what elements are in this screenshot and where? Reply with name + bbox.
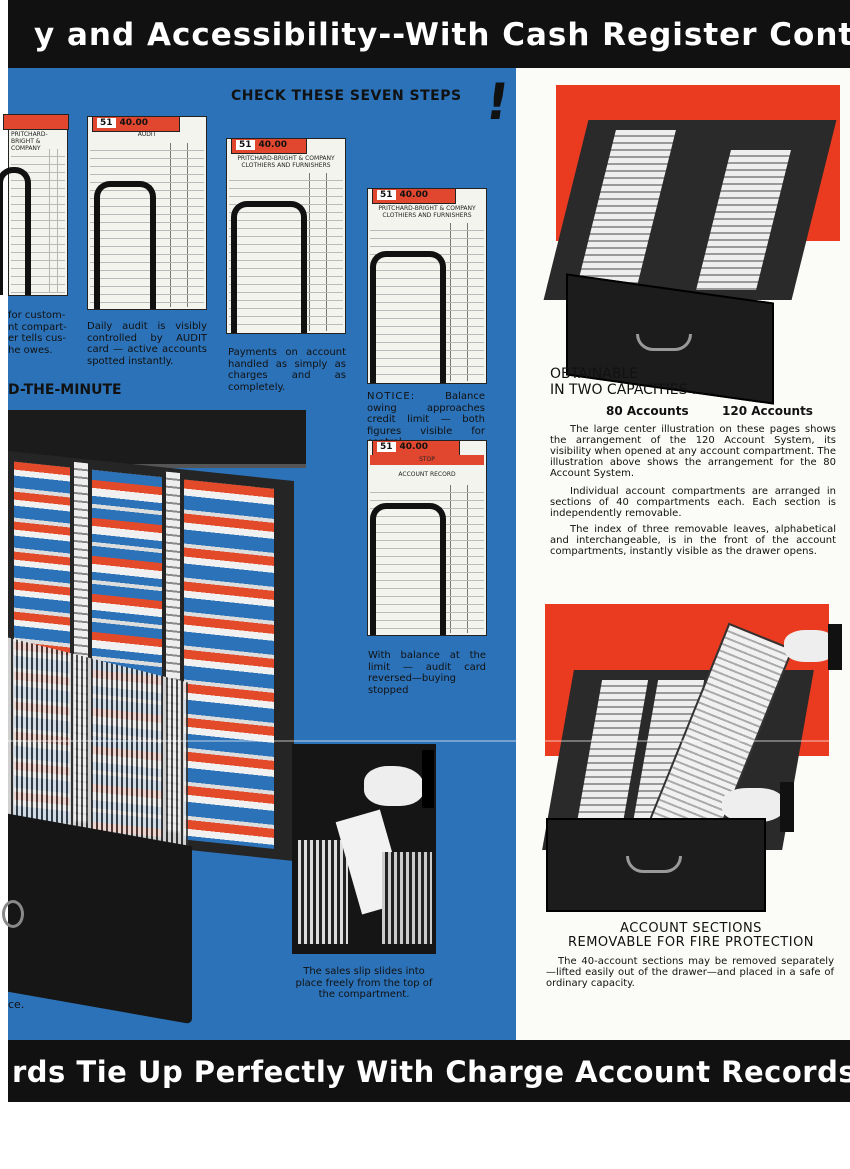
bottom-banner: rds Tie Up Perfectly With Charge Account…	[8, 1040, 850, 1102]
card-4-lines	[370, 223, 484, 381]
card-2-slot	[94, 181, 156, 309]
caption-ce: ce.	[8, 998, 25, 1011]
card-2-label: AUDIT	[137, 131, 157, 138]
sections-heading: ACCOUNT SECTIONS REMOVABLE FOR FIRE PROT…	[546, 922, 836, 950]
small-drawer-photo	[543, 120, 837, 405]
card-5-amount: 40.00	[399, 442, 428, 452]
card-5-record: ACCOUNT RECORD	[398, 471, 456, 478]
card-1-tab	[3, 114, 69, 130]
card-4-num: 51	[377, 190, 396, 200]
card-3-lines	[229, 173, 343, 331]
obtainable-heading: OBTAINABLE IN TWO CAPACITIES . . .	[550, 366, 714, 398]
card-2-num: 51	[97, 118, 116, 128]
card-2-amount: 40.00	[119, 118, 148, 128]
caption-audit: Daily audit is visibly controlled by AUD…	[87, 321, 207, 367]
paragraph-2: Individual account compartments are arra…	[550, 486, 836, 519]
card-5-lines	[370, 485, 484, 633]
caption-balance: With balance at the limit — audit card r…	[368, 650, 486, 696]
notice-head: NOTICE:	[367, 391, 416, 402]
card-3-amount: 40.00	[258, 140, 287, 150]
hand-top-icon	[784, 630, 836, 662]
account-card-1: PRITCHARD-BRIGHT & COMPANY	[0, 114, 69, 296]
paragraph-1: The large center illustration on these p…	[550, 424, 836, 479]
cap-120: 120 Accounts	[722, 404, 813, 418]
sections-line-2: REMOVABLE FOR FIRE PROTECTION	[567, 935, 815, 950]
card-4-slot	[370, 251, 446, 383]
sales-slip-photo	[292, 744, 436, 954]
card-5-num: 51	[377, 442, 396, 452]
hand-icon	[364, 766, 424, 806]
section-drawer-front	[546, 818, 766, 912]
paragraph-4: The 40-account sections may be removed s…	[546, 956, 834, 989]
sections-line-1: ACCOUNT SECTIONS	[620, 921, 762, 936]
cap-80: 80 Accounts	[606, 404, 689, 418]
section-removal-photo	[542, 622, 846, 912]
fold-line	[8, 740, 850, 742]
section-drawer-handle	[626, 856, 682, 873]
caption-slip: The sales slip slides into place freely …	[295, 966, 433, 1000]
minute-heading: D-THE-MINUTE	[8, 382, 122, 398]
drawer-front-panel	[8, 813, 192, 1025]
card-5-slot	[370, 503, 446, 635]
card-1-company: PRITCHARD-BRIGHT & COMPANY	[11, 131, 48, 152]
card-3-slot	[231, 201, 307, 333]
card-4-amount: 40.00	[399, 190, 428, 200]
drawer-handle	[2, 900, 24, 928]
caption-payments: Payments on account handled as simply as…	[228, 347, 346, 393]
card-5-stop: STOP	[370, 455, 484, 465]
card-2-lines	[90, 143, 204, 307]
card-3-num: 51	[236, 140, 255, 150]
obtainable-line: OBTAINABLE	[550, 366, 639, 382]
top-banner: y and Accessibility--With Cash Register …	[8, 0, 850, 68]
hand-bottom-icon	[722, 788, 784, 822]
card-1-slot	[0, 167, 31, 295]
capacities-line: IN TWO CAPACITIES . . .	[550, 382, 715, 398]
small-drawer-handle	[636, 334, 692, 351]
paragraph-3: The index of three removable leaves, alp…	[550, 524, 836, 557]
steps-heading: CHECK THESE SEVEN STEPS	[231, 88, 462, 104]
large-drawer-illustration	[2, 410, 308, 1025]
caption-partial: for custom- nt compart- er tells cus- he…	[8, 310, 67, 356]
